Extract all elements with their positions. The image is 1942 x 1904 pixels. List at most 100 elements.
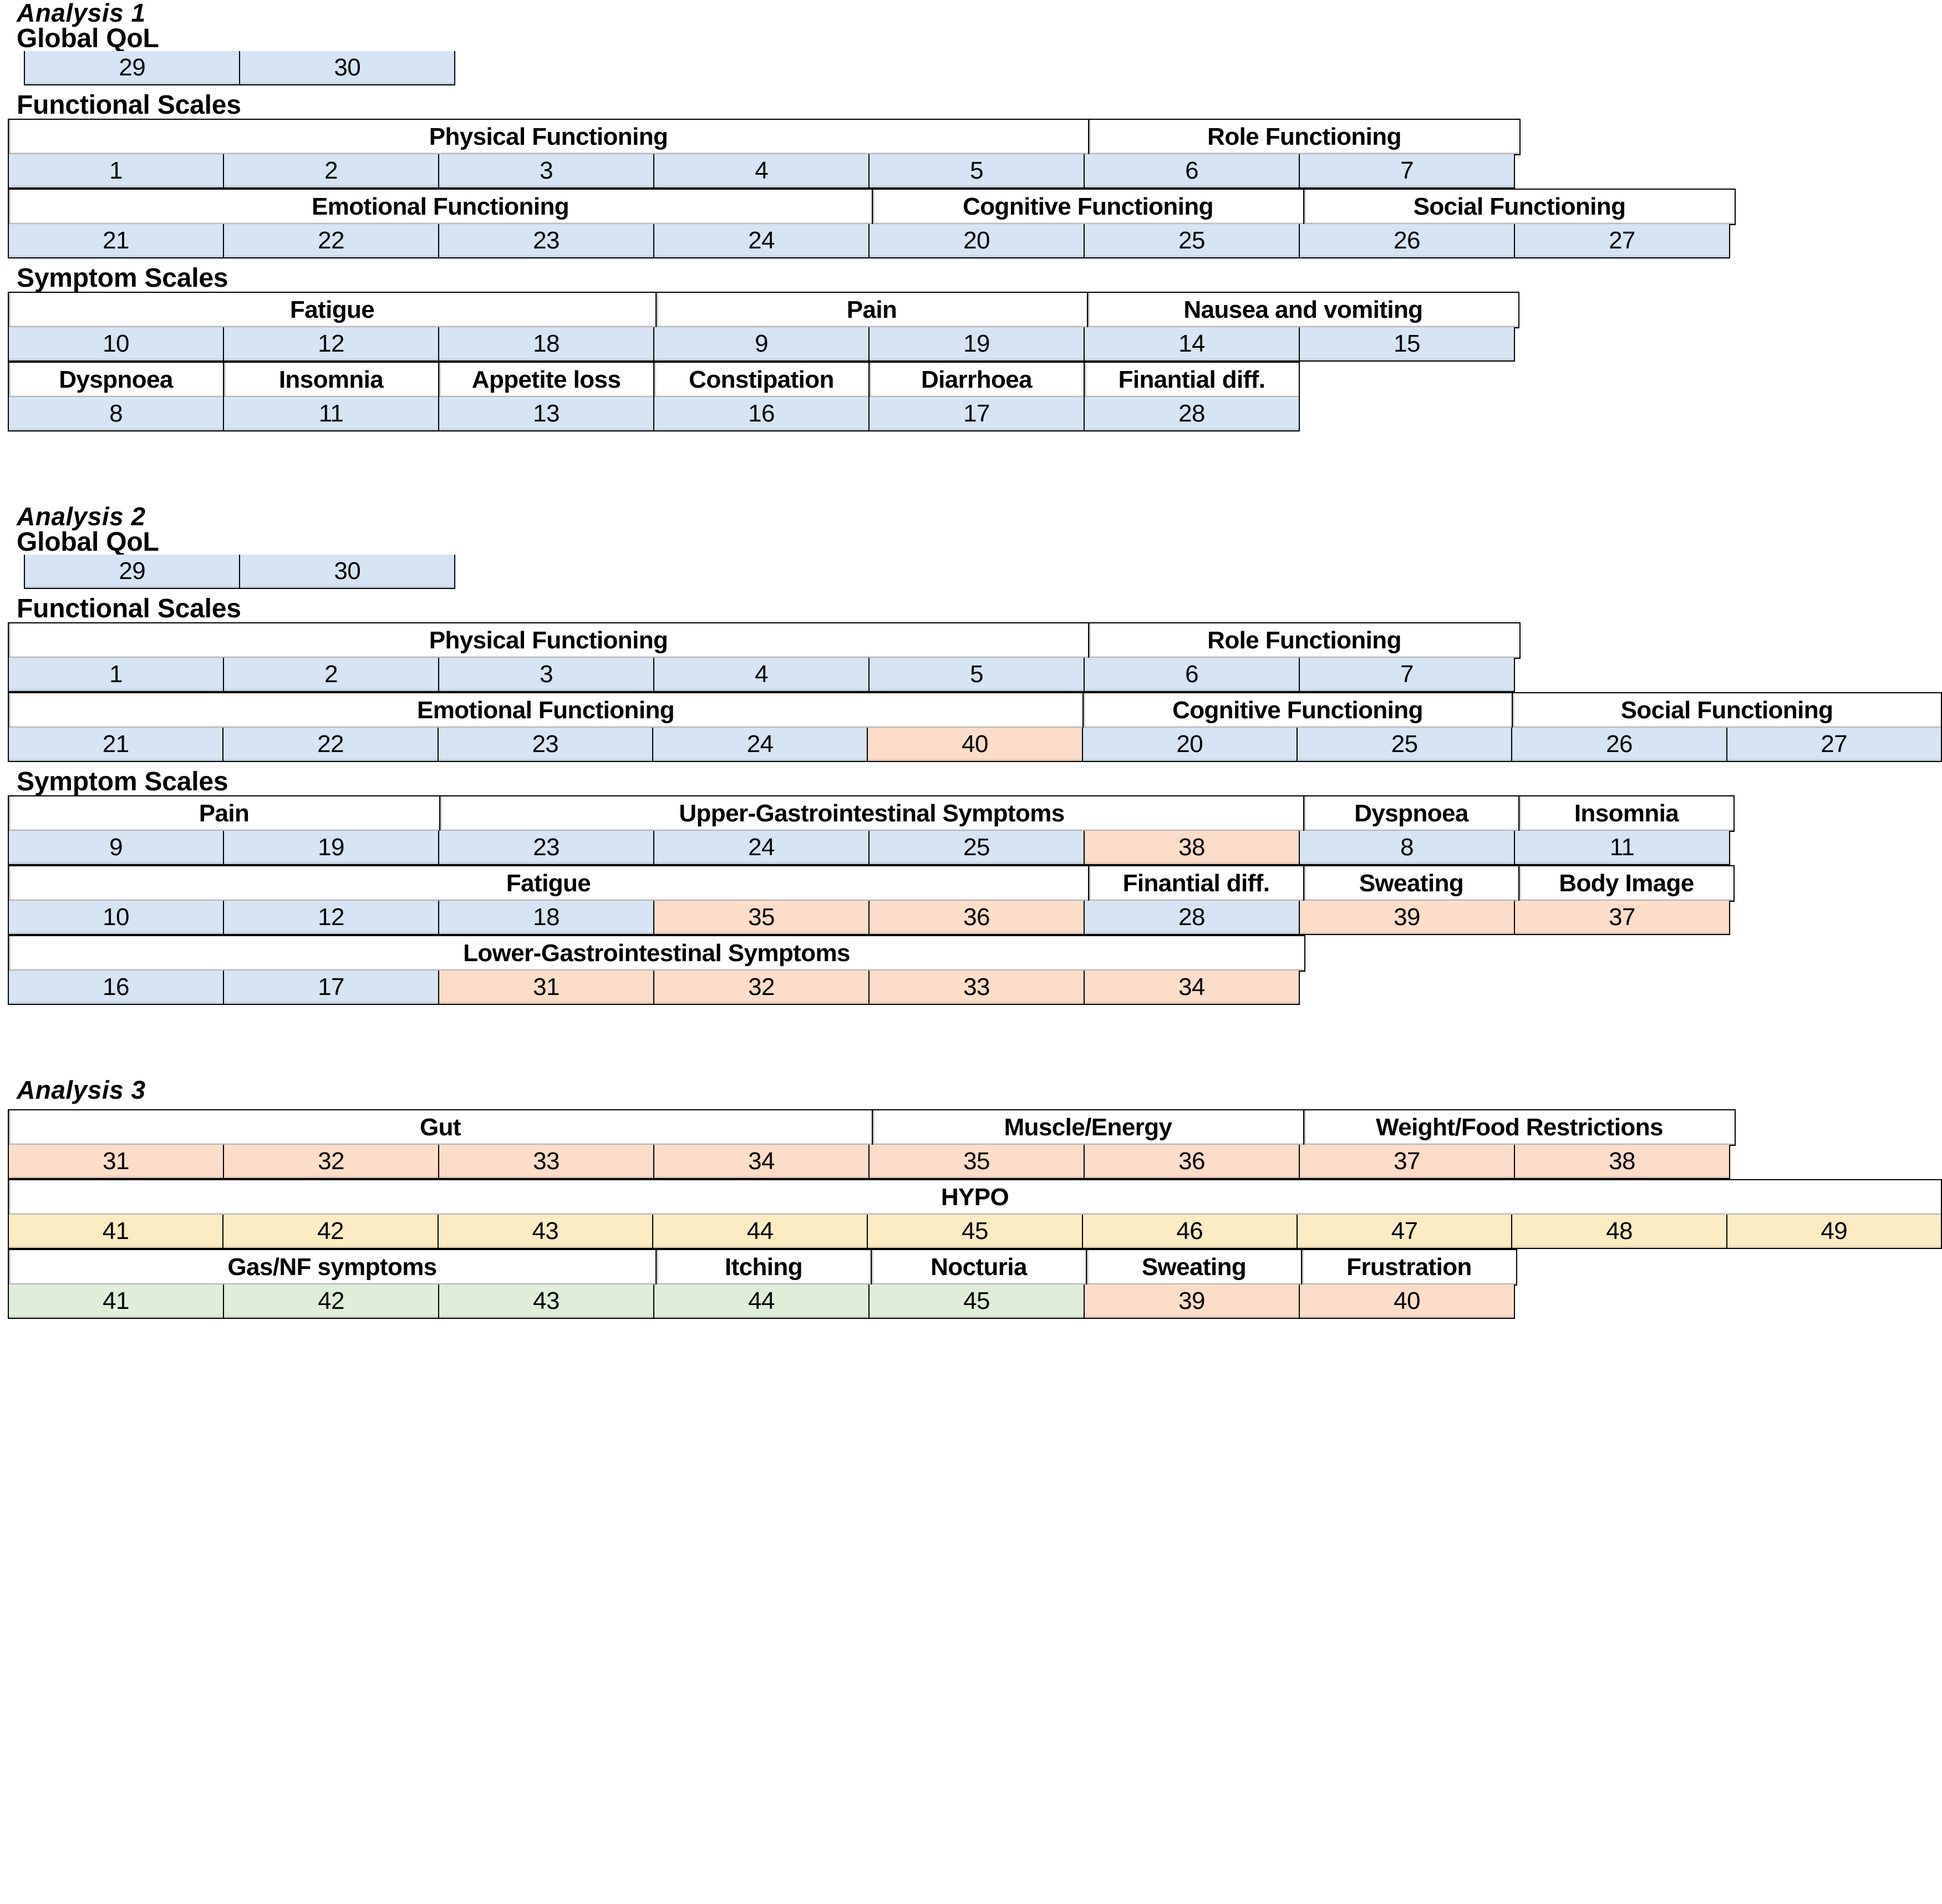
scale-item-cell: 25	[1084, 224, 1300, 258]
scale-item-cell: 36	[868, 901, 1085, 935]
scale-item-cell: 31	[438, 971, 654, 1005]
scale-item-cell: 7	[1299, 658, 1515, 692]
scale-item-cell: 48	[1511, 1215, 1727, 1249]
scale-item-cell: 16	[8, 971, 224, 1005]
spacer	[0, 431, 1942, 438]
scale-item-cell: 29	[24, 555, 241, 589]
scale-header-cell: Social Functioning	[1303, 189, 1736, 225]
spacer	[0, 1319, 1942, 1326]
scale-header-cell: Fatigue	[8, 292, 657, 328]
scale-item-cell: 7	[1299, 154, 1515, 189]
scale-item-cell: 10	[8, 327, 224, 362]
scale-header-cell: Insomnia	[1518, 795, 1735, 832]
scale-header-cell: Diarrhoea	[868, 362, 1085, 398]
scale-item-cell: 19	[223, 831, 439, 865]
scale-item-cell: 23	[437, 728, 653, 762]
spacer	[0, 85, 1942, 92]
scale-item-cell: 47	[1296, 1215, 1513, 1249]
scale-header-cell: Cognitive Functioning	[1082, 692, 1513, 729]
scale-header-cell: Weight/Food Restrictions	[1303, 1109, 1736, 1146]
scale-header-cell: Appetite loss	[438, 362, 654, 398]
scale-item-cell: 21	[8, 728, 224, 762]
scale-item-cell: 20	[1081, 728, 1298, 762]
spacer	[0, 258, 1942, 265]
scale-item-cell: 3	[438, 658, 654, 692]
scale-item-cell: 27	[1514, 224, 1730, 258]
scale-item-cell: 19	[868, 327, 1085, 362]
scale-item-cell: 30	[239, 555, 456, 589]
scale-item-cell: 49	[1726, 1215, 1942, 1249]
scale-item-cell: 32	[223, 1145, 439, 1179]
scale-header-cell: Cognitive Functioning	[872, 189, 1304, 225]
scale-item-cell: 29	[24, 51, 241, 85]
scale-item-cell: 6	[1084, 154, 1300, 189]
scale-item-cell: 2	[223, 658, 439, 692]
scale-item-cell: 8	[8, 397, 224, 431]
scale-header-cell: Nausea and vomiting	[1087, 292, 1519, 328]
scale-header-cell: Gut	[8, 1109, 873, 1146]
scale-header-cell: Physical Functioning	[8, 119, 1089, 155]
scale-item-cell: 3	[438, 154, 654, 189]
scale-header-cell: Sweating	[1303, 865, 1519, 902]
section-title-symptom-scales: Symptom Scales	[17, 263, 228, 293]
scale-item-cell: 37	[1299, 1145, 1515, 1179]
scale-item-cell: 41	[8, 1284, 224, 1319]
scale-item-cell: 27	[1726, 728, 1942, 762]
scale-item-cell: 22	[223, 224, 439, 258]
scale-item-cell: 16	[653, 397, 870, 431]
scale-item-cell: 39	[1084, 1284, 1300, 1319]
scale-item-cell: 9	[8, 831, 224, 865]
scale-item-cell: 33	[438, 1145, 654, 1179]
analysis-title: Analysis 1	[17, 0, 146, 27]
section-title-global-qol: Global QoL	[17, 24, 159, 53]
scale-item-cell: 38	[1084, 831, 1300, 865]
scale-item-cell: 17	[868, 397, 1085, 431]
spacer	[0, 1005, 1942, 1012]
scale-header-cell: Emotional Functioning	[8, 189, 873, 225]
scale-item-cell: 1	[8, 658, 224, 692]
analysis-spacer	[0, 1012, 1942, 1077]
scale-item-cell: 23	[438, 224, 654, 258]
scale-item-cell: 24	[653, 224, 870, 258]
scale-item-cell: 15	[1299, 327, 1515, 362]
scale-item-cell: 43	[438, 1284, 654, 1319]
scale-item-cell: 38	[1514, 1145, 1730, 1179]
scale-item-cell: 40	[1299, 1284, 1515, 1319]
scale-item-cell: 4	[653, 658, 870, 692]
scale-item-cell: 10	[8, 901, 224, 935]
scale-item-cell: 5	[868, 658, 1085, 692]
section-title-functional-scales: Functional Scales	[17, 594, 241, 623]
scale-header-cell: Lower-Gastrointestinal Symptoms	[8, 935, 1305, 972]
scale-item-cell: 25	[1296, 728, 1513, 762]
spacer	[0, 762, 1942, 769]
scale-item-cell: 11	[223, 397, 439, 431]
scale-item-cell: 33	[868, 971, 1085, 1005]
scale-item-cell: 13	[438, 397, 654, 431]
scale-header-cell: Body Image	[1518, 865, 1735, 902]
scale-item-cell: 9	[653, 327, 870, 362]
